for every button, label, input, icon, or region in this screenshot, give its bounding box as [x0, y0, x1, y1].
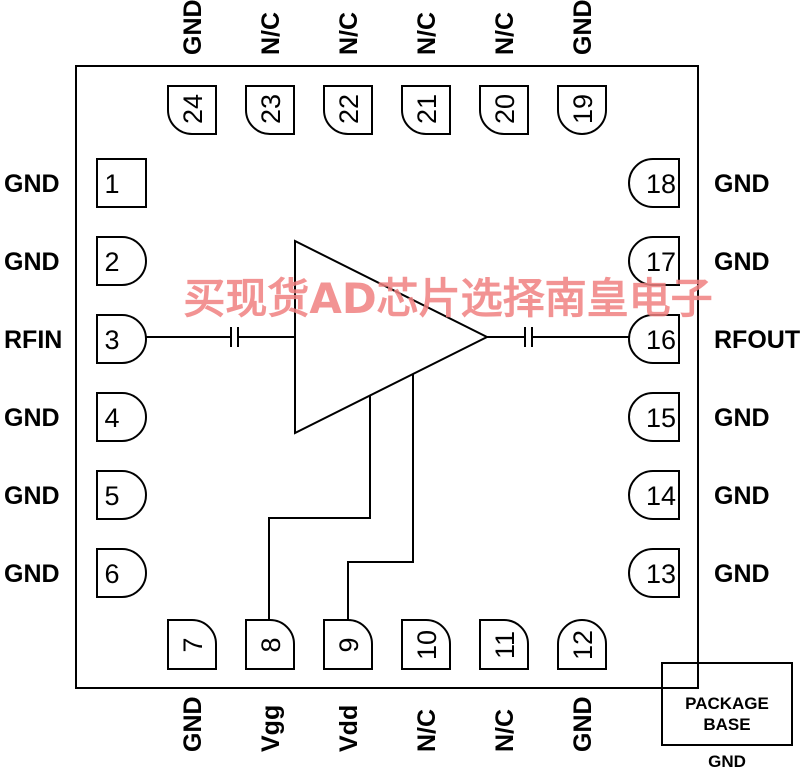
- pin-label-7: GND: [179, 696, 207, 752]
- pin-pad-12: [557, 619, 607, 670]
- pin-pad-23: [245, 85, 295, 135]
- pin-number-3: 3: [104, 325, 119, 355]
- pin-number-16: 16: [646, 325, 676, 355]
- pin-pad-17: [628, 236, 680, 286]
- pin-pad-15: [628, 392, 680, 442]
- pin-pad-7: [167, 619, 217, 670]
- pin-number-5: 5: [104, 481, 119, 511]
- pin-pad-13: [628, 548, 680, 598]
- pin-label-23: N/C: [257, 12, 285, 55]
- pin-number-2: 2: [104, 247, 119, 277]
- pin-label-15: GND: [714, 404, 770, 432]
- pin-pad-6: [96, 548, 147, 598]
- pin-number-7: 7: [178, 637, 208, 652]
- pin-pad-11: [479, 619, 529, 670]
- pin-pad-14: [628, 470, 680, 520]
- pin-label-18: GND: [714, 170, 770, 198]
- pin-number-24: 24: [178, 94, 208, 124]
- pin-pad-24: [167, 85, 217, 135]
- pin-label-5: GND: [4, 482, 60, 510]
- pin-label-9: Vdd: [335, 705, 363, 752]
- pin-label-17: GND: [714, 248, 770, 276]
- pin-label-24: GND: [179, 0, 207, 55]
- package-base-box: [661, 662, 793, 746]
- pin-pad-18: [628, 158, 680, 208]
- pin-pad-19: [557, 85, 607, 135]
- pin-number-14: 14: [646, 481, 676, 511]
- vgg-trace: [268, 395, 371, 620]
- pin-pad-5: [96, 470, 147, 520]
- pin-number-23: 23: [256, 94, 286, 124]
- pin-number-21: 21: [412, 94, 442, 124]
- pin-label-11: N/C: [491, 709, 519, 752]
- pin-number-9: 9: [334, 637, 364, 652]
- pin-number-20: 20: [490, 94, 520, 124]
- pin-label-21: N/C: [413, 12, 441, 55]
- pin-number-8: 8: [256, 637, 286, 652]
- pin-pad-21: [401, 85, 451, 135]
- pin-pad-9: [323, 619, 373, 670]
- pin-label-19: GND: [569, 0, 597, 55]
- pin-pad-4: [96, 392, 147, 442]
- pin-label-3: RFIN: [4, 326, 62, 354]
- pin-label-12: GND: [569, 696, 597, 752]
- pin-pad-16: [628, 314, 680, 364]
- vdd-trace: [347, 374, 414, 620]
- pin-number-10: 10: [412, 630, 442, 660]
- pin-label-8: Vgg: [257, 705, 285, 752]
- pin-label-22: N/C: [335, 12, 363, 55]
- pin-label-2: GND: [4, 248, 60, 276]
- amplifier-triangle: [294, 239, 490, 435]
- pin-pad-10: [401, 619, 451, 670]
- package-base-label: GND: [708, 752, 746, 771]
- pin-pad-1: [96, 158, 147, 208]
- pin-number-12: 12: [568, 630, 598, 660]
- pin-pad-3: [96, 314, 147, 364]
- pin-label-13: GND: [714, 560, 770, 588]
- pin-number-1: 1: [104, 169, 119, 199]
- pin-label-20: N/C: [491, 12, 519, 55]
- pin-number-6: 6: [104, 559, 119, 589]
- pin-number-18: 18: [646, 169, 676, 199]
- pin-pad-2: [96, 236, 147, 286]
- pin-label-1: GND: [4, 170, 60, 198]
- package-outline: [75, 65, 699, 689]
- pin-number-13: 13: [646, 559, 676, 589]
- pin-number-4: 4: [104, 403, 119, 433]
- pin-label-4: GND: [4, 404, 60, 432]
- watermark: 买现货AD芯片选择南皇电子: [183, 274, 712, 323]
- pin-number-11: 11: [490, 631, 520, 659]
- pin-label-14: GND: [714, 482, 770, 510]
- pin-number-22: 22: [334, 94, 364, 124]
- pin-number-15: 15: [646, 403, 676, 433]
- pin-label-6: GND: [4, 560, 60, 588]
- pin-pad-22: [323, 85, 373, 135]
- package-base-line1: PACKAGE: [685, 694, 769, 713]
- pin-number-17: 17: [646, 247, 676, 277]
- pin-label-16: RFOUT: [714, 326, 800, 354]
- pin-pad-20: [479, 85, 529, 135]
- pin-label-10: N/C: [413, 709, 441, 752]
- package-base-line2: BASE: [703, 715, 750, 734]
- pin-number-19: 19: [568, 94, 598, 124]
- pin-pad-8: [245, 619, 295, 670]
